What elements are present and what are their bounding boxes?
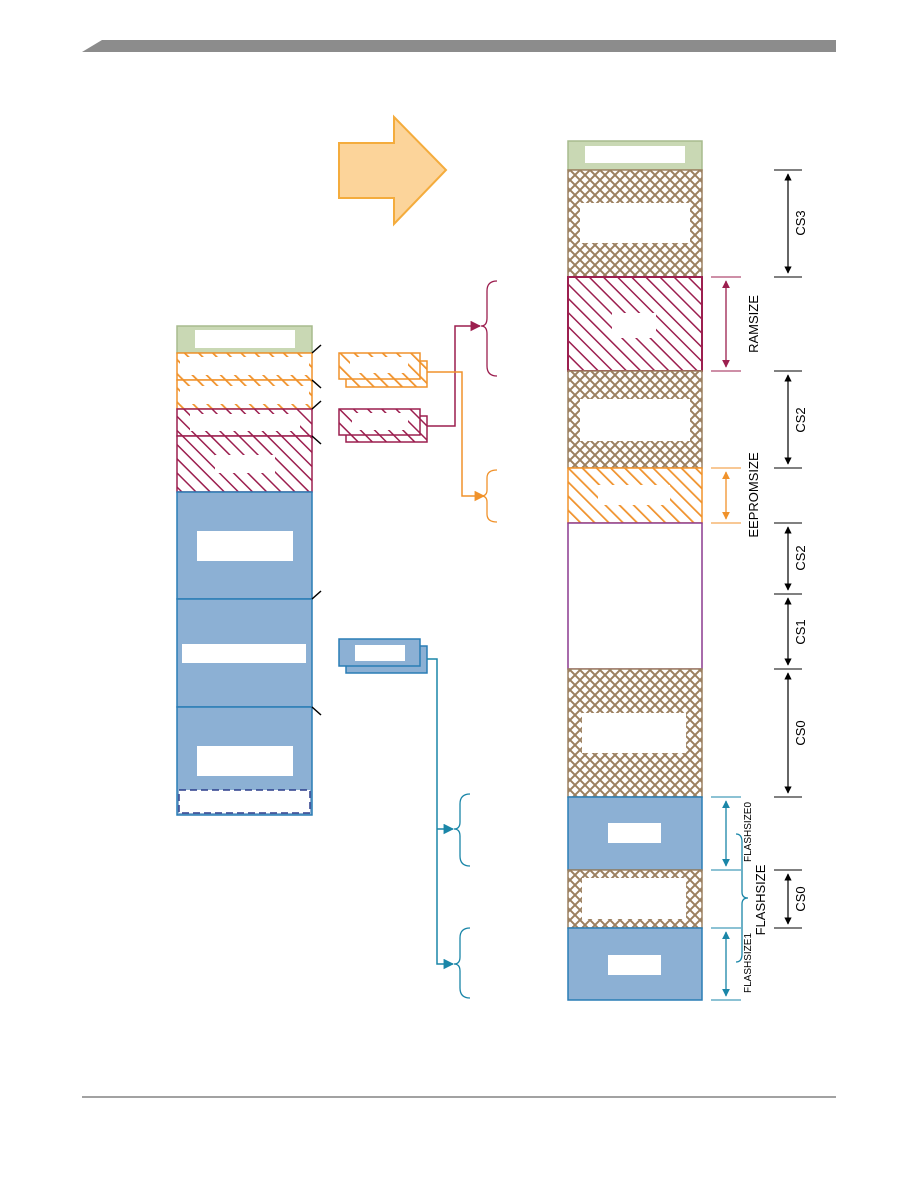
flash-brace-1 (453, 793, 471, 867)
eepromsize-label: EEPROMSIZE (746, 452, 761, 538)
eeprom-page-stack (338, 352, 428, 388)
cs2-upper-label: CS2 (793, 407, 808, 432)
flashsize0-label: FLASHSIZE0 (743, 802, 754, 862)
cs1-label: CS1 (793, 619, 808, 644)
flash-brace-2 (453, 927, 471, 999)
eeprom-brace (480, 469, 498, 523)
left-vector-area (178, 789, 311, 814)
ram-page-stack (338, 408, 428, 443)
ram-connector (427, 320, 482, 427)
left-eeprom-window-2-label (180, 386, 309, 404)
big-arrow-icon (338, 114, 448, 227)
cs3-label: CS3 (793, 210, 808, 235)
left-memory-stack (176, 325, 322, 816)
cs0-lower-label: CS0 (793, 886, 808, 911)
left-eeprom-window-1-label (180, 357, 309, 375)
right-cs2-cs1-block (567, 522, 703, 670)
left-ram-fixed-label (215, 455, 275, 473)
flash-connector (427, 658, 455, 970)
cs0-upper-label: CS0 (793, 720, 808, 745)
left-flash-fixed-1-label (197, 531, 293, 561)
header-bar (82, 40, 836, 52)
ram-brace (480, 280, 498, 377)
flashsize-brace (735, 833, 749, 963)
flash-page-stack (338, 638, 428, 674)
left-flash-fixed-2-label (197, 746, 293, 776)
eeprom-connector (427, 371, 486, 502)
flashsize1-label: FLASHSIZE1 (743, 933, 754, 993)
left-flash-window-label (182, 644, 306, 663)
ramsize-label: RAMSIZE (746, 295, 761, 353)
cs2-lower-label: CS2 (793, 545, 808, 570)
left-register-label-box (195, 330, 295, 348)
flashsize-label: FLASHSIZE (753, 864, 768, 935)
left-ram-window-label (190, 414, 300, 431)
right-memory-map (567, 140, 703, 1001)
